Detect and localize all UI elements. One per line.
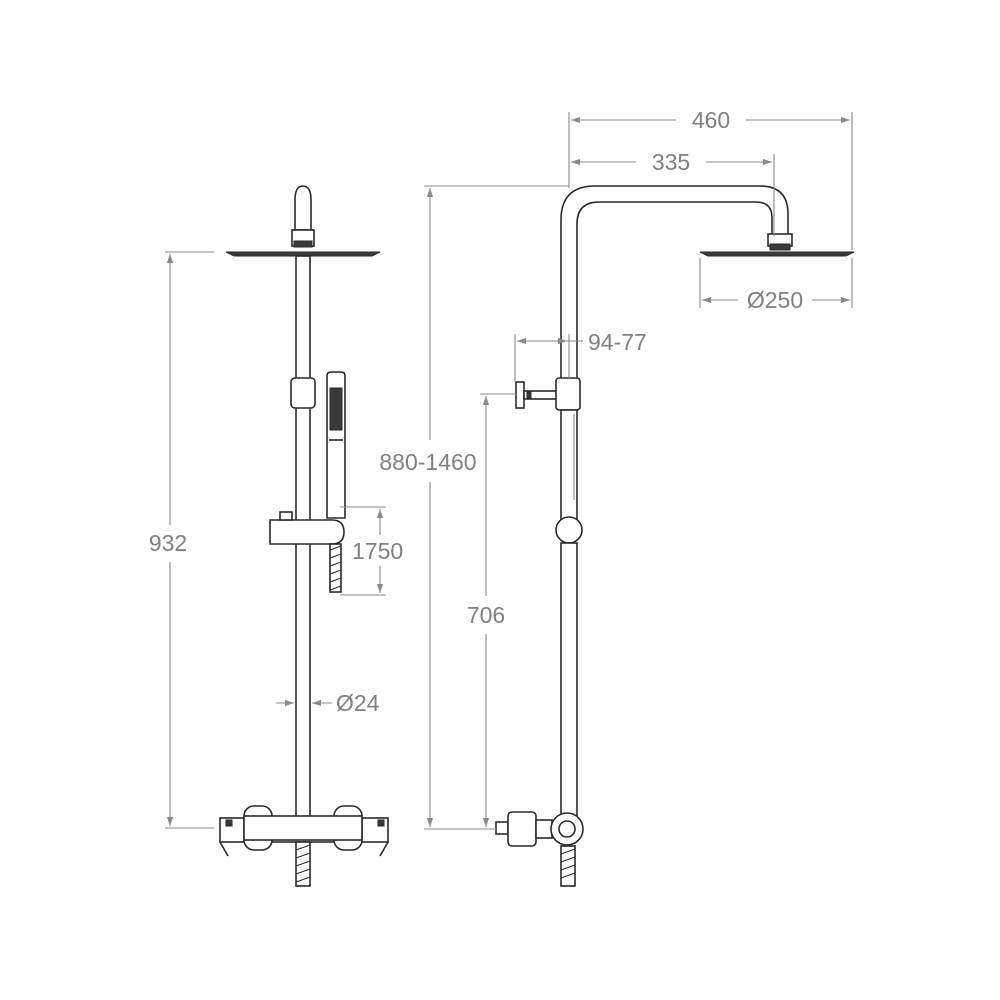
label-706: 706 — [467, 602, 505, 628]
front-slide-knob — [279, 511, 293, 521]
side-shower-head — [699, 251, 855, 257]
dim-335: 335 — [571, 149, 775, 236]
front-shower-head — [225, 251, 381, 257]
side-slide-holder — [555, 516, 583, 544]
front-hand-shower-nozzles — [329, 387, 343, 431]
side-lower-pipe — [560, 542, 578, 819]
label-880-1460: 880-1460 — [379, 449, 476, 475]
dim-932: 932 — [149, 251, 214, 829]
label-94-77: 94-77 — [588, 329, 647, 355]
label-335: 335 — [652, 149, 690, 175]
label-932: 932 — [149, 530, 187, 556]
front-view — [219, 185, 389, 887]
side-bottom-hose — [560, 845, 576, 887]
front-bottom-hose — [295, 841, 311, 887]
side-upper-pipe — [560, 409, 578, 521]
label-460: 460 — [692, 107, 730, 133]
front-top-elbow — [294, 185, 312, 231]
front-upper-bracket — [290, 377, 316, 409]
side-view — [495, 185, 855, 887]
dim-d24: Ø24 — [276, 690, 380, 716]
side-mixer — [495, 811, 584, 847]
front-hose — [329, 543, 342, 593]
side-head-nut — [769, 243, 791, 251]
dim-1750: 1750 — [340, 506, 403, 596]
label-d250: Ø250 — [747, 287, 803, 313]
label-d24: Ø24 — [336, 690, 380, 716]
front-mixer — [219, 805, 389, 857]
dim-880-1460: 880-1460 — [379, 185, 569, 830]
front-slide-holder — [269, 519, 345, 545]
side-wall-bracket — [515, 377, 581, 411]
dim-706: 706 — [467, 393, 516, 827]
label-1750: 1750 — [352, 538, 403, 564]
front-head-nut — [293, 240, 313, 248]
side-arm-inner — [576, 201, 773, 382]
dim-d250: Ø250 — [699, 258, 853, 313]
side-arm-outer — [560, 185, 789, 382]
dim-460: 460 — [568, 107, 853, 250]
dim-94-77: 94-77 — [514, 329, 647, 382]
